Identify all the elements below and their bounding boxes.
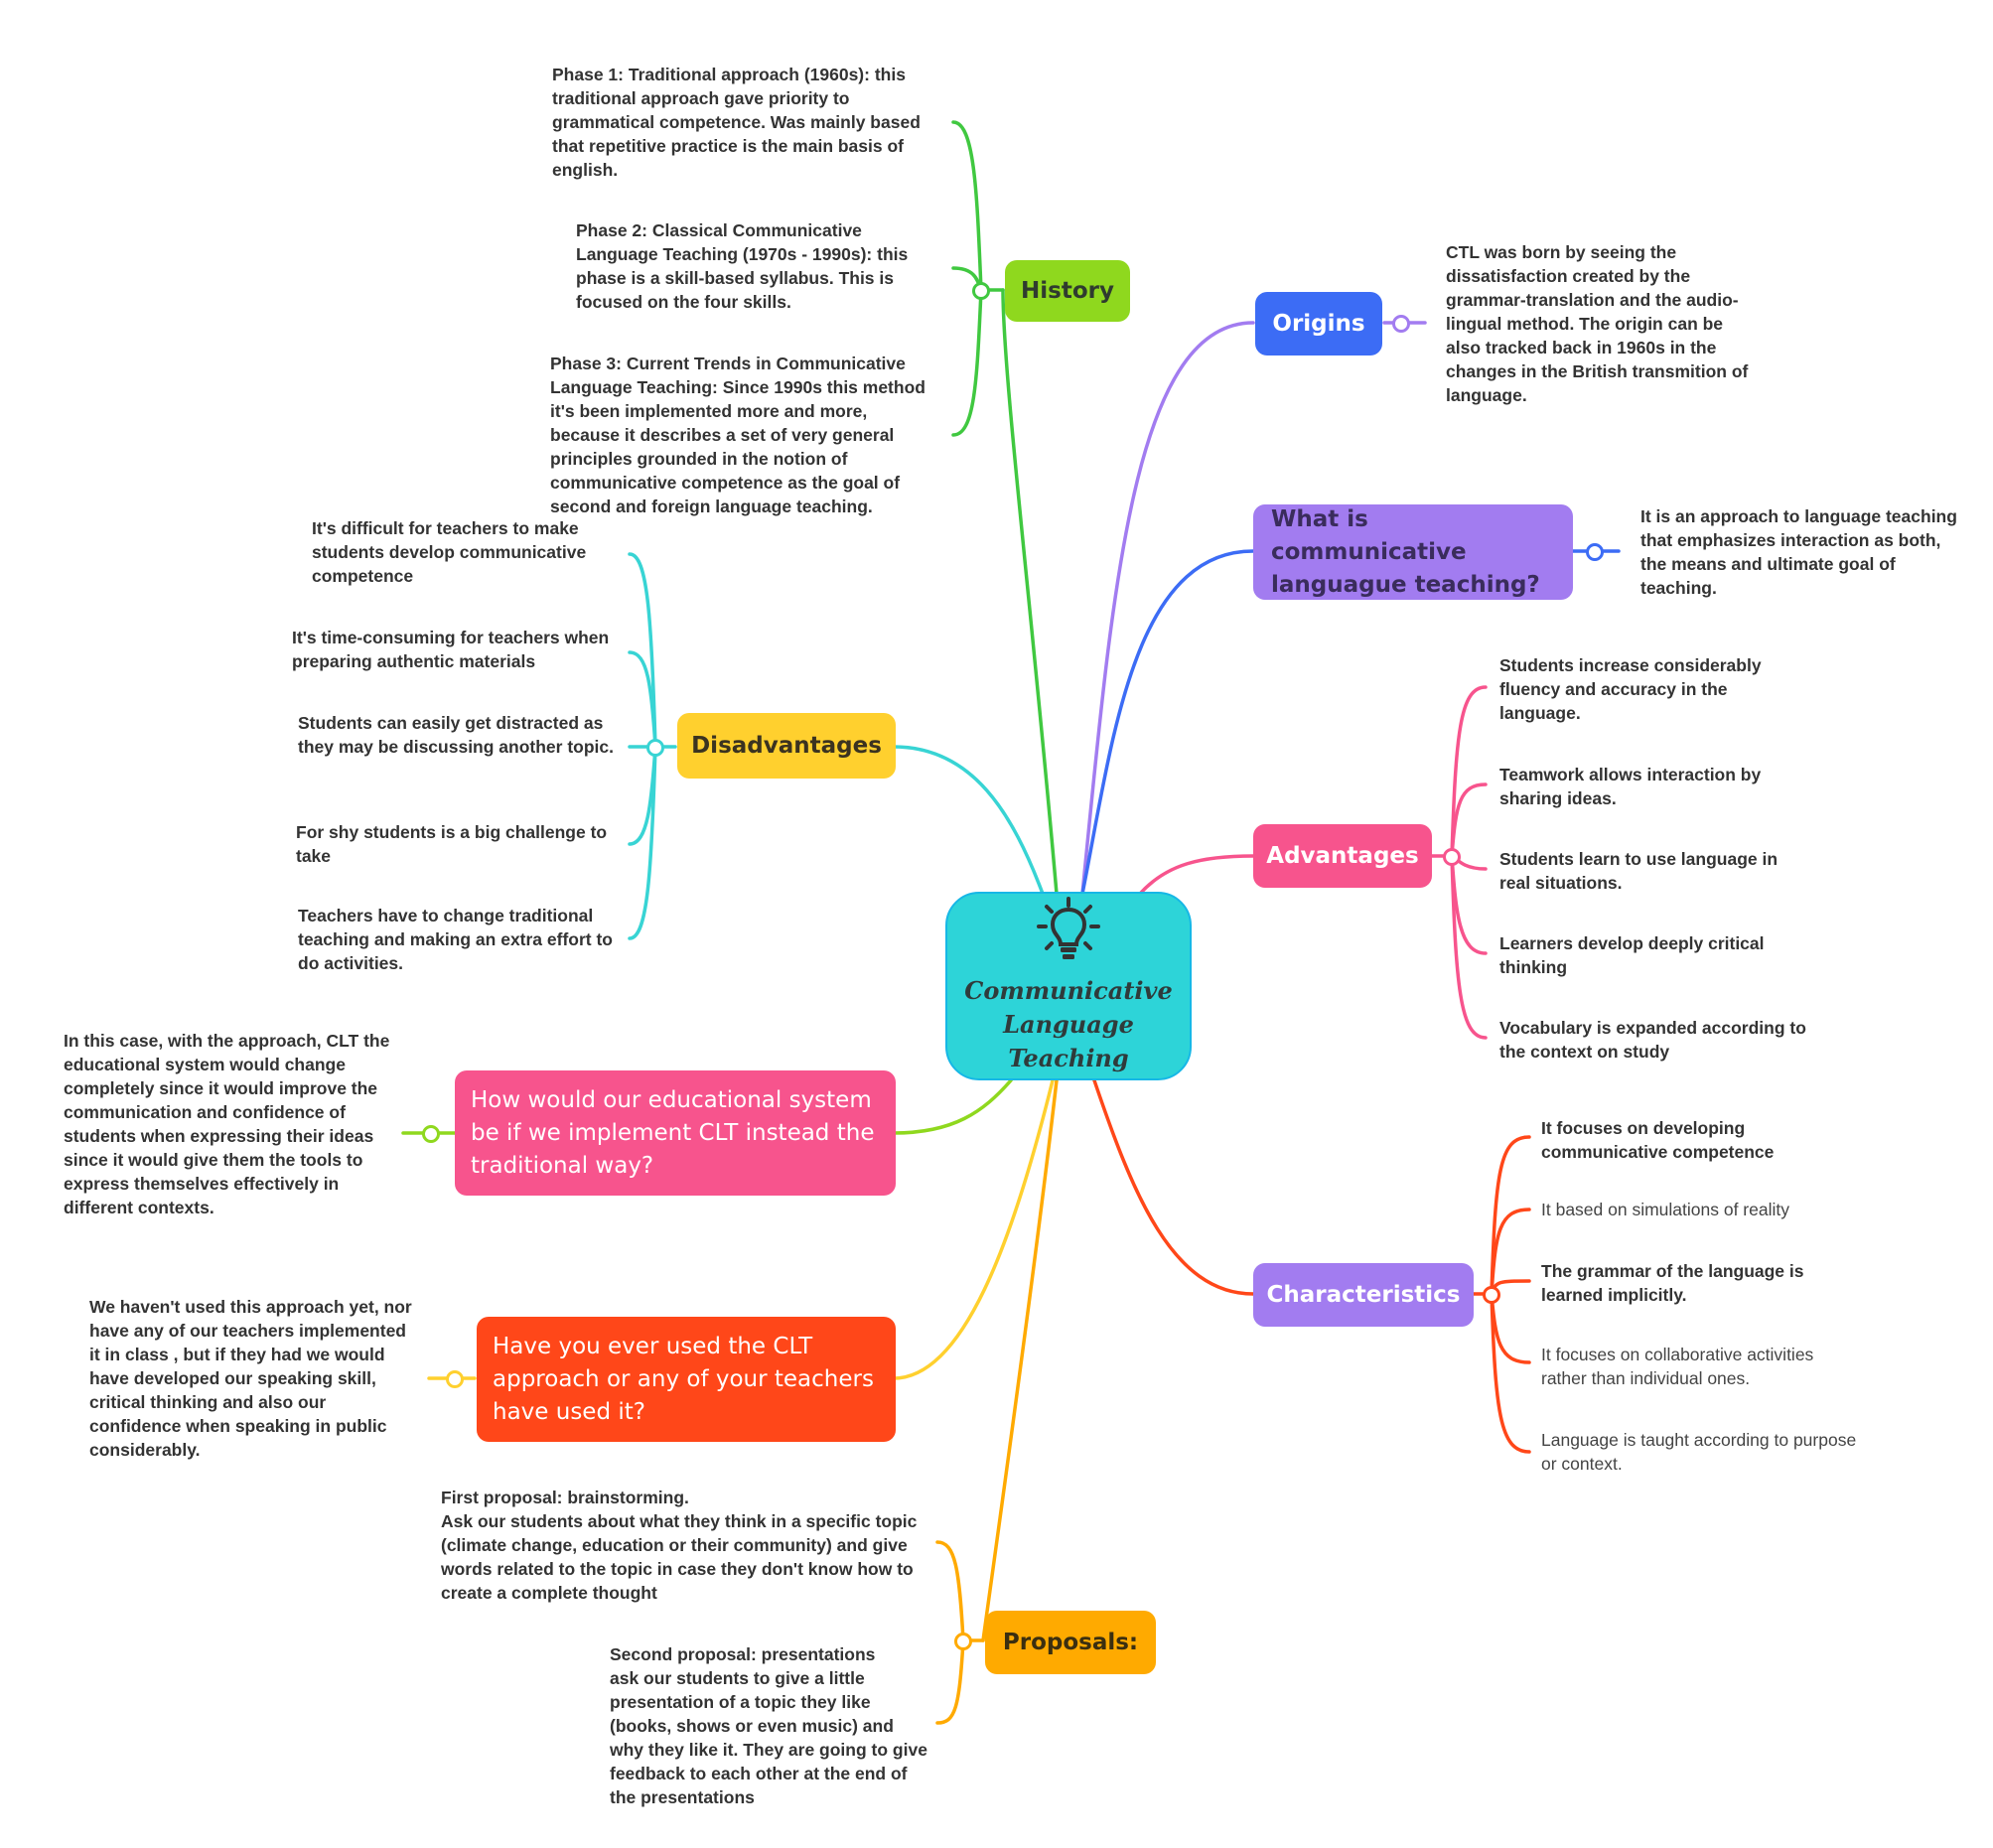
origins-topic[interactable]: Origins [1255, 292, 1382, 355]
used-answer[interactable]: We haven't used this approach yet, nor h… [89, 1297, 412, 1460]
lightbulb-icon [1037, 897, 1100, 959]
characteristics-item-3[interactable]: The grammar of the language is learned i… [1541, 1261, 1804, 1305]
disadvantages-connector-dot [646, 739, 664, 757]
history-connector-dot [972, 282, 990, 300]
central-topic[interactable]: Communicative Language Teaching [945, 892, 1192, 1080]
characteristics-item-2[interactable]: It based on simulations of reality [1541, 1200, 1789, 1219]
disadvantages-item-5[interactable]: Teachers have to change traditional teac… [298, 906, 613, 973]
advantages-item-4[interactable]: Learners develop deeply critical thinkin… [1499, 933, 1765, 977]
educational-question-topic[interactable]: How would our educational system be if w… [455, 1070, 896, 1196]
characteristics-label: Characteristics [1266, 1282, 1461, 1308]
characteristics-item-1[interactable]: It focuses on developing communicative c… [1541, 1118, 1775, 1162]
advantages-label: Advantages [1266, 843, 1419, 869]
origins-connector-dot [1392, 315, 1410, 333]
disadvantages-label: Disadvantages [691, 733, 882, 759]
what-is-topic[interactable]: What is communicative languague teaching… [1253, 504, 1573, 600]
history-item-1[interactable]: Phase 1: Traditional approach (1960s): t… [552, 65, 921, 180]
used-connector-dot [446, 1370, 464, 1388]
proposals-connector-dot [954, 1633, 972, 1650]
characteristics-topic[interactable]: Characteristics [1253, 1263, 1474, 1327]
characteristics-item-5[interactable]: Language is taught according to purpose … [1541, 1430, 1857, 1474]
advantages-item-3[interactable]: Students learn to use language in real s… [1499, 849, 1779, 893]
disadvantages-item-3[interactable]: Students can easily get distracted as th… [298, 713, 614, 757]
advantages-item-1[interactable]: Students increase considerably fluency a… [1499, 655, 1762, 723]
advantages-connector-dot [1443, 848, 1461, 866]
central-topic-title: Communicative Language Teaching [964, 976, 1173, 1072]
characteristics-connector-dot [1483, 1286, 1500, 1304]
what-is-item-1[interactable]: It is an approach to language teaching t… [1640, 506, 1957, 598]
educational-connector-dot [422, 1125, 440, 1143]
characteristics-item-4[interactable]: It focuses on collaborative activities r… [1541, 1345, 1814, 1388]
history-item-2[interactable]: Phase 2: Classical Communicative Languag… [576, 220, 909, 312]
educational-answer[interactable]: In this case, with the approach, CLT the… [64, 1031, 390, 1217]
history-topic[interactable]: History [1005, 260, 1130, 322]
proposals-label: Proposals: [1002, 1630, 1139, 1655]
history-item-3[interactable]: Phase 3: Current Trends in Communicative… [550, 354, 925, 516]
history-label: History [1021, 278, 1114, 304]
what-connector-dot [1586, 543, 1604, 561]
disadvantages-topic[interactable]: Disadvantages [677, 713, 896, 779]
proposals-item-1[interactable]: First proposal: brainstorming. Ask our s… [441, 1488, 918, 1603]
advantages-item-2[interactable]: Teamwork allows interaction by sharing i… [1499, 765, 1762, 808]
disadvantages-item-4[interactable]: For shy students is a big challenge to t… [296, 822, 608, 866]
used-question-topic[interactable]: Have you ever used the CLT approach or a… [477, 1317, 896, 1442]
advantages-item-5[interactable]: Vocabulary is expanded according to the … [1499, 1018, 1806, 1062]
disadvantages-item-2[interactable]: It's time-consuming for teachers when pr… [292, 628, 610, 671]
origins-label: Origins [1272, 311, 1365, 337]
proposals-item-2[interactable]: Second proposal: presentations ask our s… [610, 1644, 927, 1807]
proposals-topic[interactable]: Proposals: [985, 1611, 1156, 1674]
educational-question-label: How would our educational system be if w… [471, 1086, 875, 1179]
what-is-label: What is communicative languague teaching… [1271, 505, 1540, 598]
origins-item-1[interactable]: CTL was born by seeing the dissatisfacti… [1446, 242, 1749, 405]
used-question-label: Have you ever used the CLT approach or a… [493, 1333, 874, 1425]
advantages-topic[interactable]: Advantages [1253, 824, 1432, 888]
disadvantages-item-1[interactable]: It's difficult for teachers to make stud… [312, 518, 587, 586]
